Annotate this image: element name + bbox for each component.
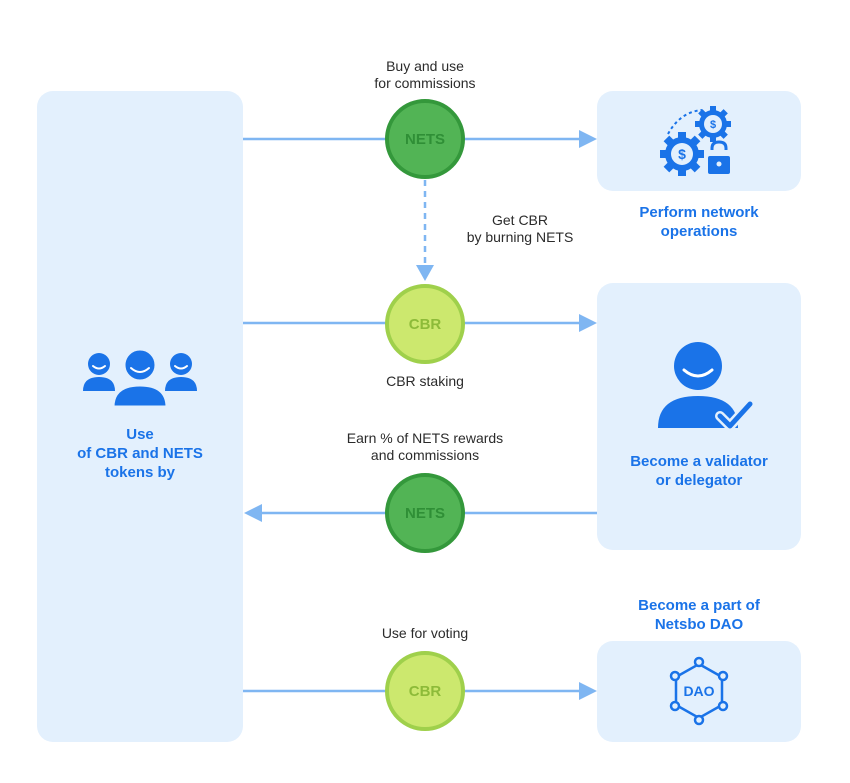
dao-label: Become a part of Netsbo DAO xyxy=(638,597,760,633)
svg-text:$: $ xyxy=(710,119,716,131)
token-label: NETS xyxy=(404,130,445,148)
flow-label-staking: CBR staking xyxy=(386,373,464,389)
arrowhead-commissions xyxy=(579,130,597,148)
users-group-icon xyxy=(83,347,197,409)
arrowhead-rewards xyxy=(244,504,262,522)
flow-label-rewards: Earn % of NETS rewards and commissions xyxy=(346,430,504,463)
arrowhead-conversion xyxy=(416,265,434,281)
gears-dollar-lock-icon: $ $ xyxy=(660,106,731,176)
token-label: NETS xyxy=(404,504,445,522)
flow-label-voting: Use for voting xyxy=(381,625,469,641)
users-label: Use of CBR and NETS tokens by xyxy=(77,426,203,481)
network-operations-label: Perform network operations xyxy=(639,204,759,240)
validator-label: Become a validator or delegator xyxy=(630,453,768,489)
cbr-token-staking: CBR xyxy=(385,284,465,364)
token-label: CBR xyxy=(408,682,442,700)
arrowhead-voting xyxy=(579,682,597,700)
users-panel xyxy=(37,91,243,742)
cbr-token-voting: CBR xyxy=(385,651,465,731)
svg-text:$: $ xyxy=(678,146,686,162)
dao-network-icon: DAO xyxy=(669,656,729,726)
conversion-label: Get CBR by burning NETS xyxy=(466,212,574,245)
nets-token-commissions: NETS xyxy=(385,99,465,179)
dao-icon-text: DAO xyxy=(683,683,714,699)
arrowhead-staking xyxy=(579,314,597,332)
user-check-icon xyxy=(658,342,755,431)
nets-token-rewards: NETS xyxy=(385,473,465,553)
flow-label-commissions: Buy and use for commissions xyxy=(374,58,476,91)
token-label: CBR xyxy=(408,315,442,333)
